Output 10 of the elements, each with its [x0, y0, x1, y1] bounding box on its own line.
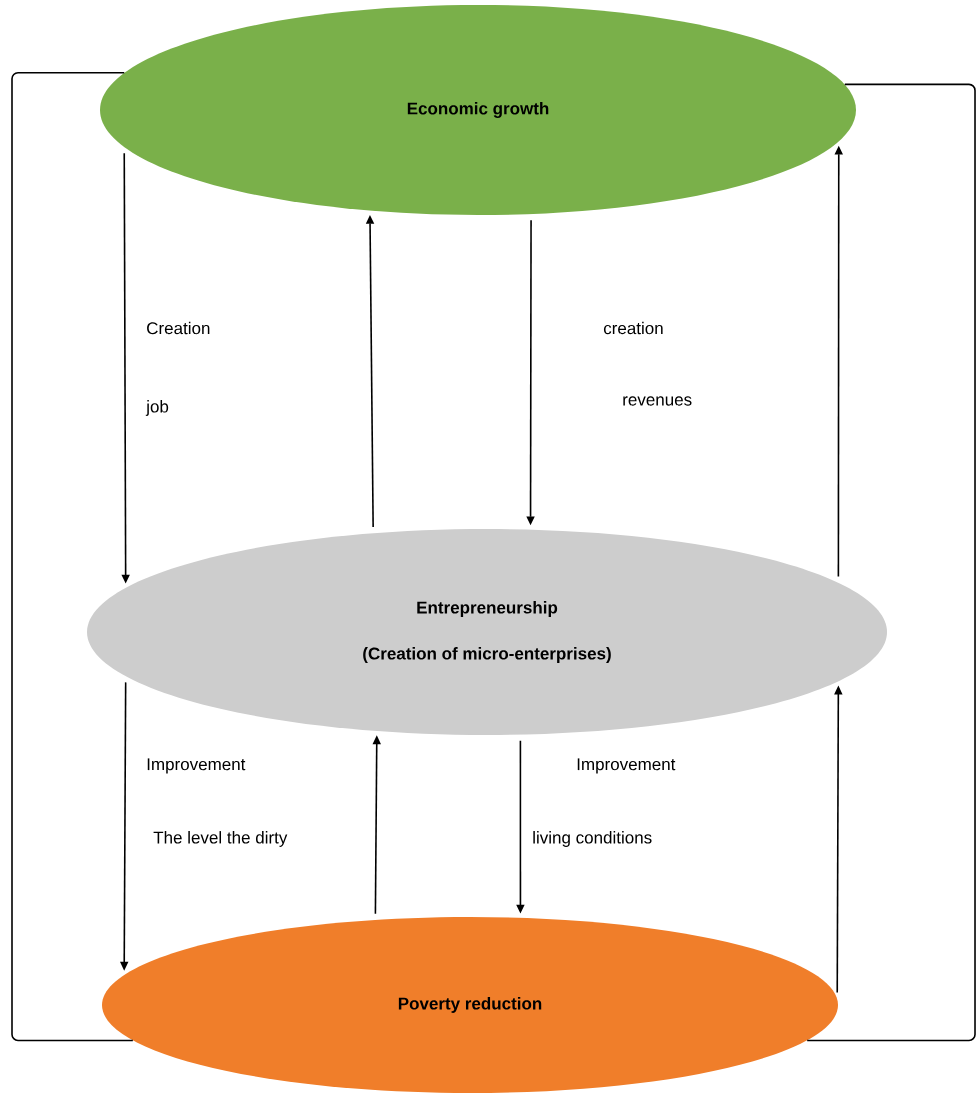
annotation-text: living conditions	[533, 831, 652, 847]
annotation-text: The level the dirty	[153, 831, 288, 847]
connector-line	[806, 83, 976, 1042]
annotation-text: creation	[603, 321, 663, 335]
annotation-text: job	[145, 400, 169, 416]
annotation-text: revenues	[623, 396, 692, 406]
annotation-text: Improvement	[577, 758, 676, 774]
annotation-text: Improvement	[147, 758, 246, 774]
connector-line	[11, 72, 134, 1042]
annotation-text: Creation	[147, 321, 210, 335]
